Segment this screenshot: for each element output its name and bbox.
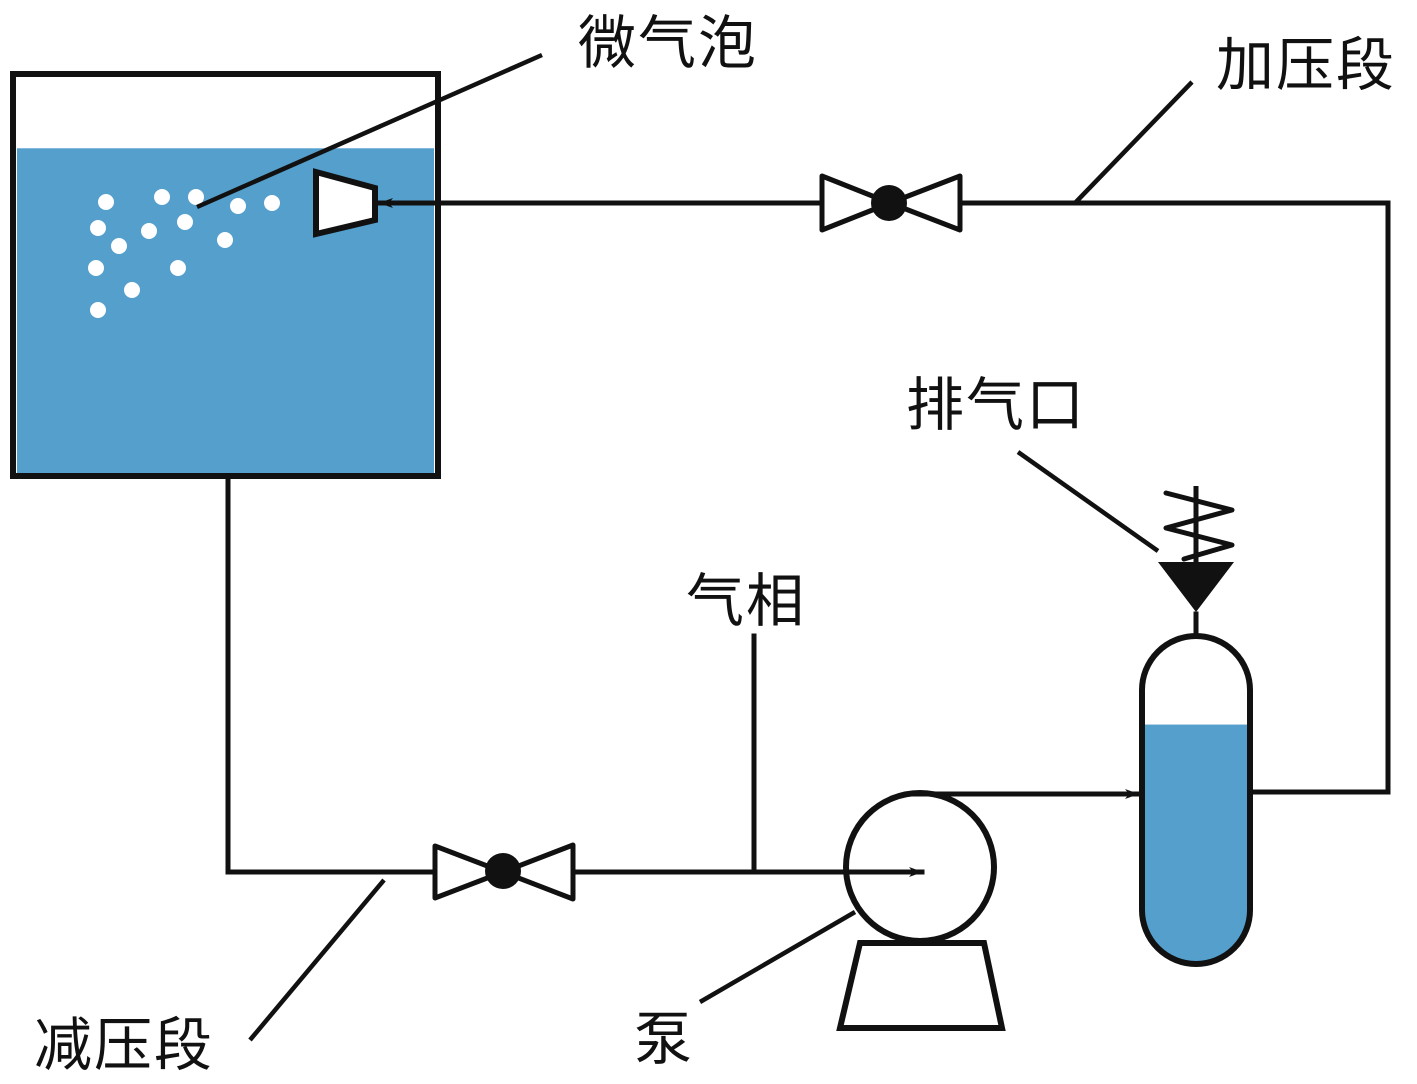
- leader-decompression-section: [248, 878, 386, 1042]
- pressurized-pipe: [377, 198, 1391, 795]
- label-decompression-section: 减压段: [34, 1011, 215, 1079]
- bubble: [188, 189, 204, 205]
- bubble: [98, 194, 114, 210]
- gas-liquid-separator: [1139, 633, 1253, 967]
- label-pump: 泵: [634, 1005, 695, 1073]
- water-tank: [10, 71, 441, 479]
- bubble: [230, 198, 246, 214]
- microbubbles: [88, 189, 280, 318]
- pump-base: [836, 940, 1006, 1031]
- separator-water: [1142, 724, 1250, 964]
- spring-icon: [1163, 490, 1235, 562]
- decompression-pipe: [225, 475, 925, 877]
- leader-exhaust-port: [1016, 450, 1160, 553]
- valve-decompression: [432, 842, 576, 902]
- label-gas-phase: 气相: [686, 567, 807, 635]
- exhaust-valve-triangle: [1158, 562, 1234, 612]
- bubble: [111, 238, 127, 254]
- label-pressurized-section: 加压段: [1216, 31, 1397, 99]
- pump-casing: [843, 790, 997, 944]
- valve-pressurized: [819, 173, 963, 233]
- bubble: [264, 195, 280, 211]
- label-microbubbles: 微气泡: [578, 9, 759, 77]
- bubble: [124, 282, 140, 298]
- bubble: [170, 260, 186, 276]
- bubble: [88, 260, 104, 276]
- bubble: [141, 223, 157, 239]
- leader-microbubbles: [196, 52, 543, 210]
- leader-pump: [698, 910, 857, 1004]
- leader-pressurized-section: [1073, 80, 1194, 205]
- exhaust-valve: [1158, 486, 1235, 635]
- bubble: [217, 232, 233, 248]
- pump: [836, 790, 1141, 1031]
- bubble: [90, 302, 106, 318]
- bubble: [154, 189, 170, 205]
- bubble: [90, 220, 106, 236]
- nozzle: [313, 168, 378, 238]
- label-exhaust-port: 排气口: [906, 371, 1087, 439]
- bubble: [177, 214, 193, 230]
